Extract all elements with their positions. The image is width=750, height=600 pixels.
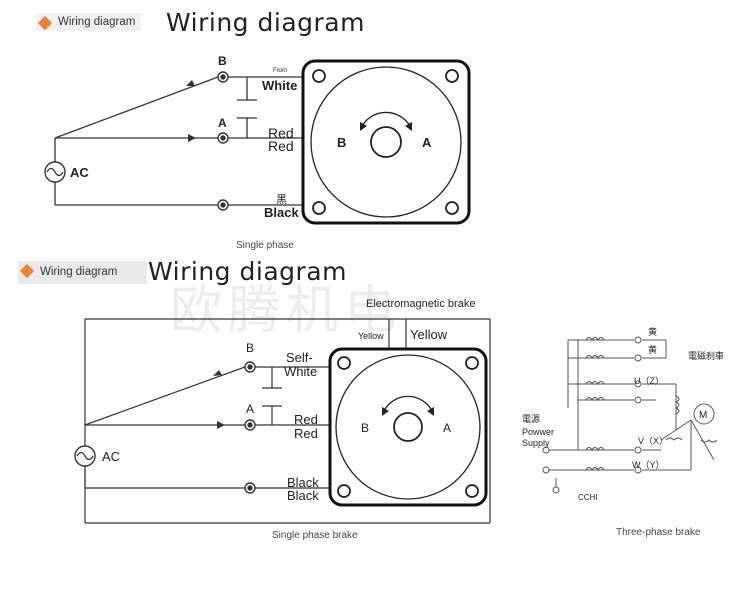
motor-symbol-label: M xyxy=(699,410,707,421)
three-phase-yellow-label-1: 黄 xyxy=(648,326,657,337)
bottom-wire-white-label: White xyxy=(284,364,317,379)
top-terminal-b-label: B xyxy=(218,54,227,68)
three-phase-motor-icon xyxy=(693,403,715,425)
top-wire-black-cn-label: 黑 xyxy=(276,193,287,206)
bottom-rotation-b-label: B xyxy=(361,421,369,435)
three-phase-caption: Three-phase brake xyxy=(616,527,701,538)
top-ac-label: AC xyxy=(70,165,89,180)
top-wiring-diagram: AC B A From White Red Red 黑 Black xyxy=(44,54,471,225)
top-rotation-b-label: B xyxy=(337,135,346,150)
three-phase-brake-cn-label: 電磁刹車 xyxy=(688,350,724,361)
three-phase-power-cn-label: 電源 xyxy=(522,414,540,424)
bottom-tag-label: Wiring diagram xyxy=(40,266,118,278)
three-phase-v-label: V（X） xyxy=(638,436,668,446)
bottom-wire-red-label-1: Red xyxy=(294,412,318,427)
three-phase-yellow-label-2: 黄 xyxy=(648,344,657,355)
bottom-yellow-label: Yellow xyxy=(410,327,448,342)
top-wire-black-label: Black xyxy=(264,205,299,220)
bottom-wire-self-label: Self- xyxy=(286,350,313,365)
top-wire-white-label: White xyxy=(262,78,297,93)
top-title: Wiring diagram xyxy=(166,8,365,37)
bottom-wire-red-label-2: Red xyxy=(294,426,318,441)
three-phase-power-label-2: Supply xyxy=(522,438,550,448)
three-phase-cchi-label: CCHI xyxy=(578,493,598,502)
three-phase-u-label: U（Z） xyxy=(634,376,664,386)
top-wire-red-label-1: Red xyxy=(268,125,294,141)
top-rotation-a-label: A xyxy=(422,135,432,150)
bottom-terminal-b-label: B xyxy=(246,341,254,355)
bottom-section-tag: Wiring diagram xyxy=(18,261,148,284)
bottom-rotation-a-label: A xyxy=(443,421,451,435)
bottom-motor-icon xyxy=(328,347,488,507)
top-from-label: From xyxy=(273,68,287,74)
bottom-title: Wiring diagram xyxy=(148,257,347,286)
three-phase-w-label: W（Y） xyxy=(632,460,665,470)
bottom-yellow-small-label: Yellow xyxy=(358,331,384,341)
bottom-caption: Single phase brake xyxy=(272,530,358,541)
bottom-wire-black-label-1: Black xyxy=(287,475,319,490)
top-tag-label: Wiring diagram xyxy=(58,16,136,28)
top-motor-icon xyxy=(301,59,471,225)
watermark-logo: 欧腾机电 xyxy=(170,281,403,341)
three-phase-wiring-diagram: M 黄 黄 電磁刹車 U（Z） V（X） W（Y） 電源 Powwer Supp… xyxy=(522,326,724,502)
top-terminal-a-label: A xyxy=(218,116,227,130)
top-section-tag: Wiring diagram xyxy=(36,13,142,31)
top-caption: Single phase xyxy=(236,240,294,251)
bottom-em-brake-label: Electromagnetic brake xyxy=(366,298,475,310)
three-phase-power-label-1: Powwer xyxy=(522,427,554,437)
top-wire-red-label-2: Red xyxy=(268,138,294,154)
bottom-wire-black-label-2: Black xyxy=(287,488,319,503)
bottom-ac-source-icon xyxy=(74,445,96,467)
bottom-terminal-a-label: A xyxy=(246,402,254,416)
bottom-ac-label: AC xyxy=(102,449,120,464)
